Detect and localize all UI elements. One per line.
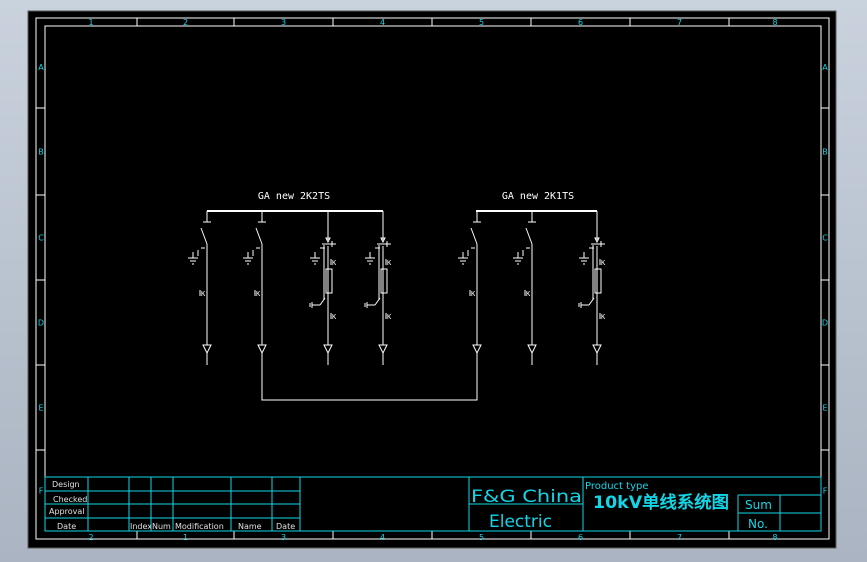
approval-label: Approval — [49, 507, 85, 516]
column-label-bottom: 8 — [772, 533, 777, 542]
breaker-mark: K — [201, 290, 206, 298]
date2-column-label: Date — [276, 522, 295, 531]
no-label: No. — [748, 517, 768, 531]
row-label-right: F — [823, 487, 828, 496]
column-label-bottom: 4 — [380, 533, 385, 542]
breaker-mark: K — [471, 290, 476, 298]
product-type-label: Product type — [585, 481, 649, 492]
column-label-top: 6 — [578, 18, 583, 27]
modification-column-label: Modification — [175, 522, 224, 531]
feeder-left-2: K — [243, 211, 267, 365]
index-column-label: Index — [130, 522, 152, 531]
sum-label: Sum — [745, 498, 772, 512]
column-label-top: 8 — [772, 18, 777, 27]
checked-label: Checked — [53, 495, 87, 504]
row-label-left: C — [38, 234, 44, 243]
left-unit-title: GA new 2K2TS — [258, 191, 330, 202]
breaker-mark: K — [332, 259, 337, 267]
name-column-label: Name — [238, 522, 262, 531]
row-label-right: B — [822, 148, 828, 157]
column-label-top: 2 — [183, 18, 188, 27]
feeder-right-3: KK — [578, 211, 606, 365]
feeder-right-2: K — [513, 211, 537, 365]
row-label-left: A — [38, 63, 44, 72]
breaker-mark: K — [601, 313, 606, 321]
feeder-left-1: K — [188, 211, 212, 365]
title-block — [44, 476, 822, 532]
breaker-mark: K — [601, 259, 606, 267]
row-labels: A A B B C C D D E E F F — [38, 63, 828, 496]
column-label-bottom: 7 — [677, 533, 682, 542]
design-label: Design — [52, 480, 80, 489]
row-label-right: D — [822, 319, 828, 328]
date-column-label: Date — [57, 522, 76, 531]
drawing-sheet — [27, 10, 837, 549]
column-label-top: 4 — [380, 18, 385, 27]
breaker-mark: K — [256, 290, 261, 298]
column-label-bottom: 5 — [479, 533, 484, 542]
column-label-top: 1 — [88, 18, 93, 27]
column-label-top: 3 — [281, 18, 286, 27]
column-label-bottom: 3 — [281, 533, 286, 542]
product-title: 10kV单线系统图 — [593, 492, 729, 513]
column-label-bottom: 2 — [88, 533, 93, 542]
grid-tick-marks — [36, 18, 829, 539]
row-label-left: F — [39, 487, 44, 496]
feeder-left-3: KK — [309, 211, 337, 365]
right-unit-title: GA new 2K1TS — [502, 191, 574, 202]
breaker-mark: K — [387, 259, 392, 267]
column-label-bottom: 1 — [183, 533, 188, 542]
column-label-top: 5 — [479, 18, 484, 27]
row-label-left: D — [38, 319, 44, 328]
company-name-line2: Electric — [489, 512, 552, 532]
column-label-top: 7 — [677, 18, 682, 27]
column-labels: 1 2 3 4 5 6 7 8 2 1 3 4 5 6 7 8 — [88, 18, 777, 542]
row-label-right: E — [822, 404, 827, 413]
title-block-text: Design Checked Approval Date Index Num M… — [49, 480, 772, 532]
row-label-left: B — [38, 148, 44, 157]
num-column-label: Num — [152, 522, 171, 531]
breaker-mark: K — [526, 290, 531, 298]
row-label-right: C — [822, 234, 828, 243]
breaker-mark: K — [332, 313, 337, 321]
feeder-right-1: K — [458, 211, 482, 365]
row-label-left: E — [38, 404, 43, 413]
tie-cable — [261, 365, 478, 401]
row-label-right: A — [822, 63, 828, 72]
breaker-mark: K — [387, 313, 392, 321]
company-name-line1: F&G China — [471, 487, 582, 507]
feeder-left-4: KK — [364, 211, 392, 365]
column-label-bottom: 6 — [578, 533, 583, 542]
